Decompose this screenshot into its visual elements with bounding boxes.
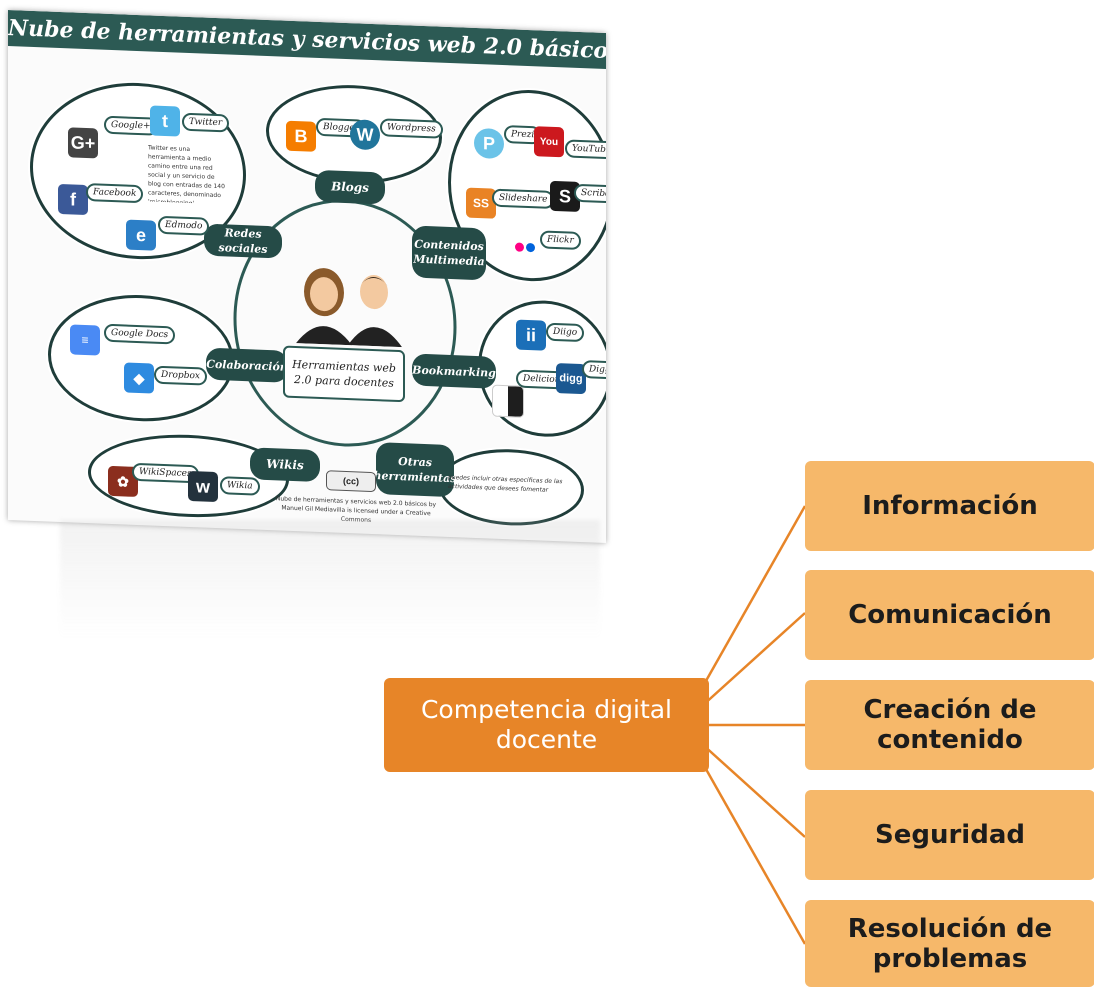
teachers-icon [296,268,402,348]
leaf-informacion: Información [805,461,1094,551]
leaf-creacion-de-contenido: Creación de contenido [805,680,1094,770]
leaf-seguridad: Seguridad [805,790,1094,880]
leaf-comunicacion: Comunicación [805,570,1094,660]
root-competencia-digital-docente: Competencia digital docente [384,678,709,772]
web20-tools-mindmap-image: Nube de herramientas y servicios web 2.0… [8,10,606,543]
leaf-resolucion-de-problemas: Resolución de problemas [805,900,1094,987]
poster-reflection [60,520,600,640]
